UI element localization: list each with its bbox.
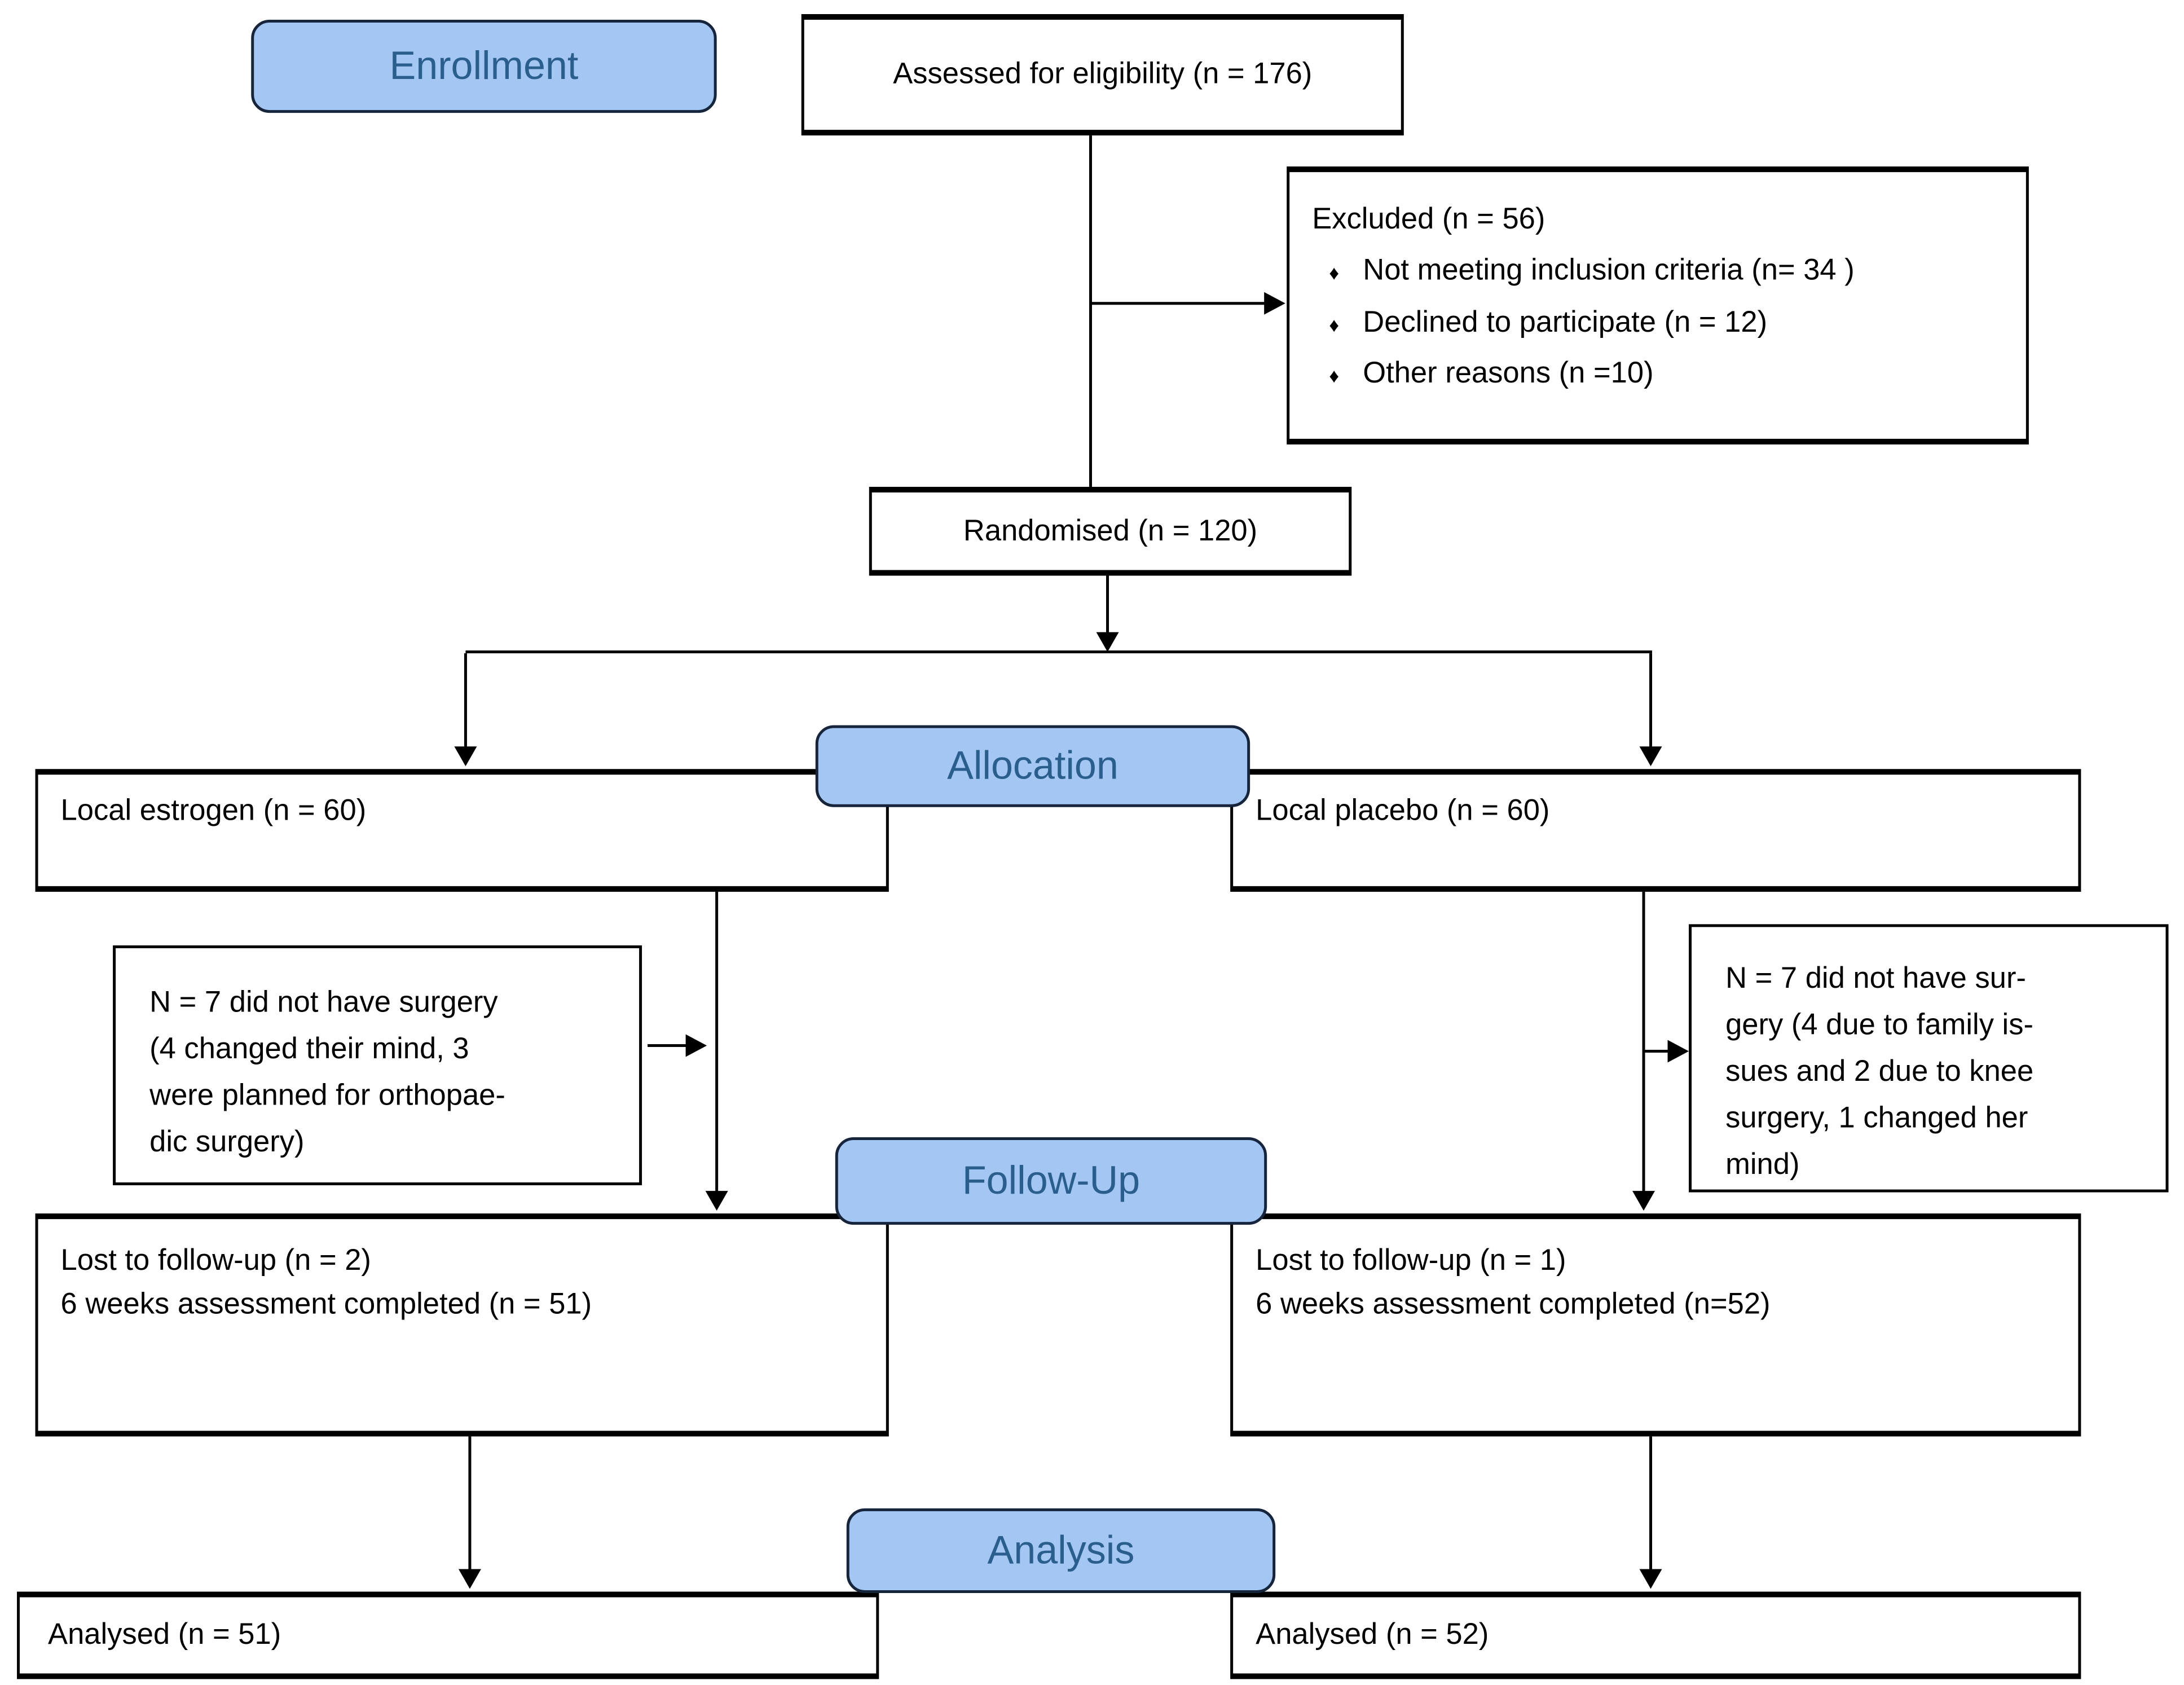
- phase-label-enrollment: Enrollment: [251, 20, 717, 113]
- box-analysed-estrogen: Analysed (n = 51): [17, 1591, 879, 1679]
- box-assessed-for-eligibility: Assessed for eligibility (n = 176): [801, 14, 1404, 136]
- box-followup-estrogen: Lost to follow-up (n = 2) 6 weeks assess…: [35, 1213, 889, 1437]
- connector-randomised-to-split: [1106, 575, 1109, 635]
- note-right-line: surgery, 1 changed her: [1725, 1102, 2028, 1135]
- connector-note-right: [1645, 1049, 1671, 1053]
- followup-right-line: 6 weeks assessment completed (n=52): [1256, 1288, 1771, 1321]
- box-allocation-placebo: Local placebo (n = 60): [1230, 769, 2081, 892]
- arrowhead-down-left-allocation-icon: [454, 746, 477, 767]
- note-left-line: were planned for orthopae-: [149, 1079, 505, 1112]
- allocation-right-text: Local placebo (n = 60): [1256, 794, 1550, 827]
- randomised-text: Randomised (n = 120): [963, 514, 1258, 548]
- excluded-title: Excluded (n = 56): [1312, 203, 1545, 236]
- note-right-line: mind): [1725, 1149, 1800, 1181]
- note-left-line: (4 changed their mind, 3: [149, 1032, 469, 1066]
- diamond-bullet-icon: ♦: [1329, 261, 1340, 284]
- connector-placebo-to-followup: [1642, 891, 1645, 1194]
- arrowhead-down-right-analysis-icon: [1639, 1569, 1662, 1589]
- excluded-bullet-text: Declined to participate (n = 12): [1363, 305, 1768, 338]
- box-followup-placebo: Lost to follow-up (n = 1) 6 weeks assess…: [1230, 1213, 2081, 1437]
- phase-label-follow-up: Follow-Up: [835, 1137, 1267, 1225]
- box-excluded: Excluded (n = 56) ♦ Not meeting inclusio…: [1287, 166, 2029, 445]
- arrowhead-down-right-followup-icon: [1632, 1191, 1655, 1211]
- box-note-no-surgery-left: N = 7 did not have surgery (4 changed th…: [113, 945, 642, 1186]
- connector-split-right: [1649, 653, 1653, 750]
- note-left-line: N = 7 did not have surgery: [149, 986, 498, 1019]
- diamond-bullet-icon: ♦: [1329, 313, 1340, 336]
- connector-split-bar: [465, 650, 1653, 654]
- arrowhead-down-right-allocation-icon: [1639, 746, 1662, 767]
- connector-followup-right-to-analysis: [1649, 1436, 1653, 1572]
- arrowhead-right-excluded-icon: [1264, 292, 1285, 315]
- note-right-line: gery (4 due to family is-: [1725, 1009, 2033, 1041]
- arrowhead-right-note-right-icon: [1667, 1040, 1689, 1063]
- note-left-line: dic surgery): [149, 1126, 305, 1159]
- diamond-bullet-icon: ♦: [1329, 364, 1340, 387]
- box-note-no-surgery-right: N = 7 did not have sur- gery (4 due to f…: [1689, 924, 2169, 1193]
- excluded-bullet-row: ♦ Not meeting inclusion criteria (n= 34 …: [1312, 252, 2006, 290]
- arrowhead-down-left-analysis-icon: [458, 1569, 481, 1589]
- connector-note-left: [648, 1044, 689, 1047]
- note-right-line: sues and 2 due to knee: [1725, 1055, 2034, 1088]
- connector-to-excluded: [1090, 302, 1266, 305]
- excluded-bullet-row: ♦ Other reasons (n =10): [1312, 354, 2006, 393]
- assessed-text: Assessed for eligibility (n = 176): [893, 58, 1313, 91]
- connector-split-left: [464, 653, 467, 750]
- box-randomised: Randomised (n = 120): [869, 486, 1352, 576]
- phase-label-analysis: Analysis: [846, 1508, 1276, 1593]
- followup-left-line: Lost to follow-up (n = 2): [60, 1244, 371, 1277]
- phase-label-allocation: Allocation: [815, 725, 1250, 807]
- box-allocation-estrogen: Local estrogen (n = 60): [35, 769, 889, 892]
- arrowhead-down-split-icon: [1096, 632, 1119, 652]
- connector-followup-left-to-analysis: [468, 1436, 472, 1572]
- followup-right-line: Lost to follow-up (n = 1): [1256, 1244, 1566, 1277]
- arrowhead-right-note-left-icon: [685, 1034, 707, 1057]
- box-analysed-placebo: Analysed (n = 52): [1230, 1591, 2081, 1679]
- excluded-bullet-text: Not meeting inclusion criteria (n= 34 ): [1363, 254, 1855, 287]
- arrowhead-down-left-followup-icon: [705, 1191, 728, 1211]
- analysed-left-text: Analysed (n = 51): [48, 1618, 281, 1652]
- connector-estrogen-to-followup: [715, 891, 719, 1194]
- excluded-bullet-text: Other reasons (n =10): [1363, 357, 1654, 390]
- connector-assessed-to-randomised: [1089, 135, 1093, 487]
- excluded-bullet-row: ♦ Declined to participate (n = 12): [1312, 303, 2006, 341]
- note-right-line: N = 7 did not have sur-: [1725, 962, 2026, 995]
- followup-left-line: 6 weeks assessment completed (n = 51): [60, 1288, 592, 1321]
- analysed-right-text: Analysed (n = 52): [1256, 1618, 1489, 1652]
- allocation-left-text: Local estrogen (n = 60): [60, 794, 367, 827]
